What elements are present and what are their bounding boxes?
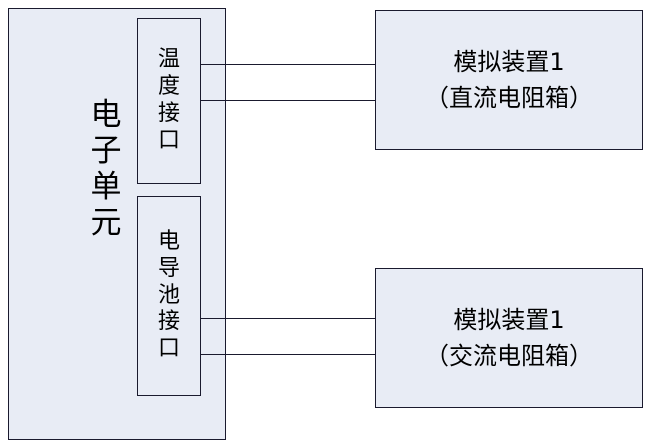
temperature-interface-char-1: 温: [157, 47, 180, 73]
simulation-device-2-box: 模拟装置1 （交流电阻箱）: [375, 268, 643, 408]
connector-line-temp-upper: [201, 64, 375, 65]
connector-line-cond-lower: [201, 354, 375, 355]
conductivity-interface-char-5: 口: [157, 336, 180, 362]
simulation-device-1-line2: （直流电阻箱）: [425, 84, 593, 112]
conductivity-interface-char-1: 电: [157, 228, 180, 254]
simulation-device-1-box: 模拟装置1 （直流电阻箱）: [375, 10, 643, 150]
simulation-device-2-line2: （交流电阻箱）: [425, 342, 593, 370]
electronic-unit-label-char-3: 单: [90, 168, 122, 205]
connector-line-temp-lower: [201, 100, 375, 101]
connector-line-cond-upper: [201, 318, 375, 319]
electronic-unit-label-char-4: 元: [90, 204, 122, 241]
temperature-interface-box: 温 度 接 口: [137, 18, 201, 184]
simulation-device-1-line1: 模拟装置1: [453, 48, 565, 76]
conductivity-interface-char-2: 导: [157, 255, 180, 281]
electronic-unit-label: 电 子 单 元: [78, 97, 134, 242]
conductivity-cell-interface-box: 电 导 池 接 口: [137, 196, 201, 396]
temperature-interface-char-2: 度: [157, 74, 180, 100]
temperature-interface-char-3: 接: [157, 101, 180, 126]
conductivity-interface-char-3: 池: [157, 282, 180, 308]
electronic-unit-label-char-2: 子: [90, 132, 122, 169]
temperature-interface-char-4: 口: [157, 127, 180, 153]
conductivity-interface-char-4: 接: [157, 309, 180, 335]
electronic-unit-label-char-1: 电: [90, 97, 122, 133]
simulation-device-2-line1: 模拟装置1: [453, 306, 565, 334]
